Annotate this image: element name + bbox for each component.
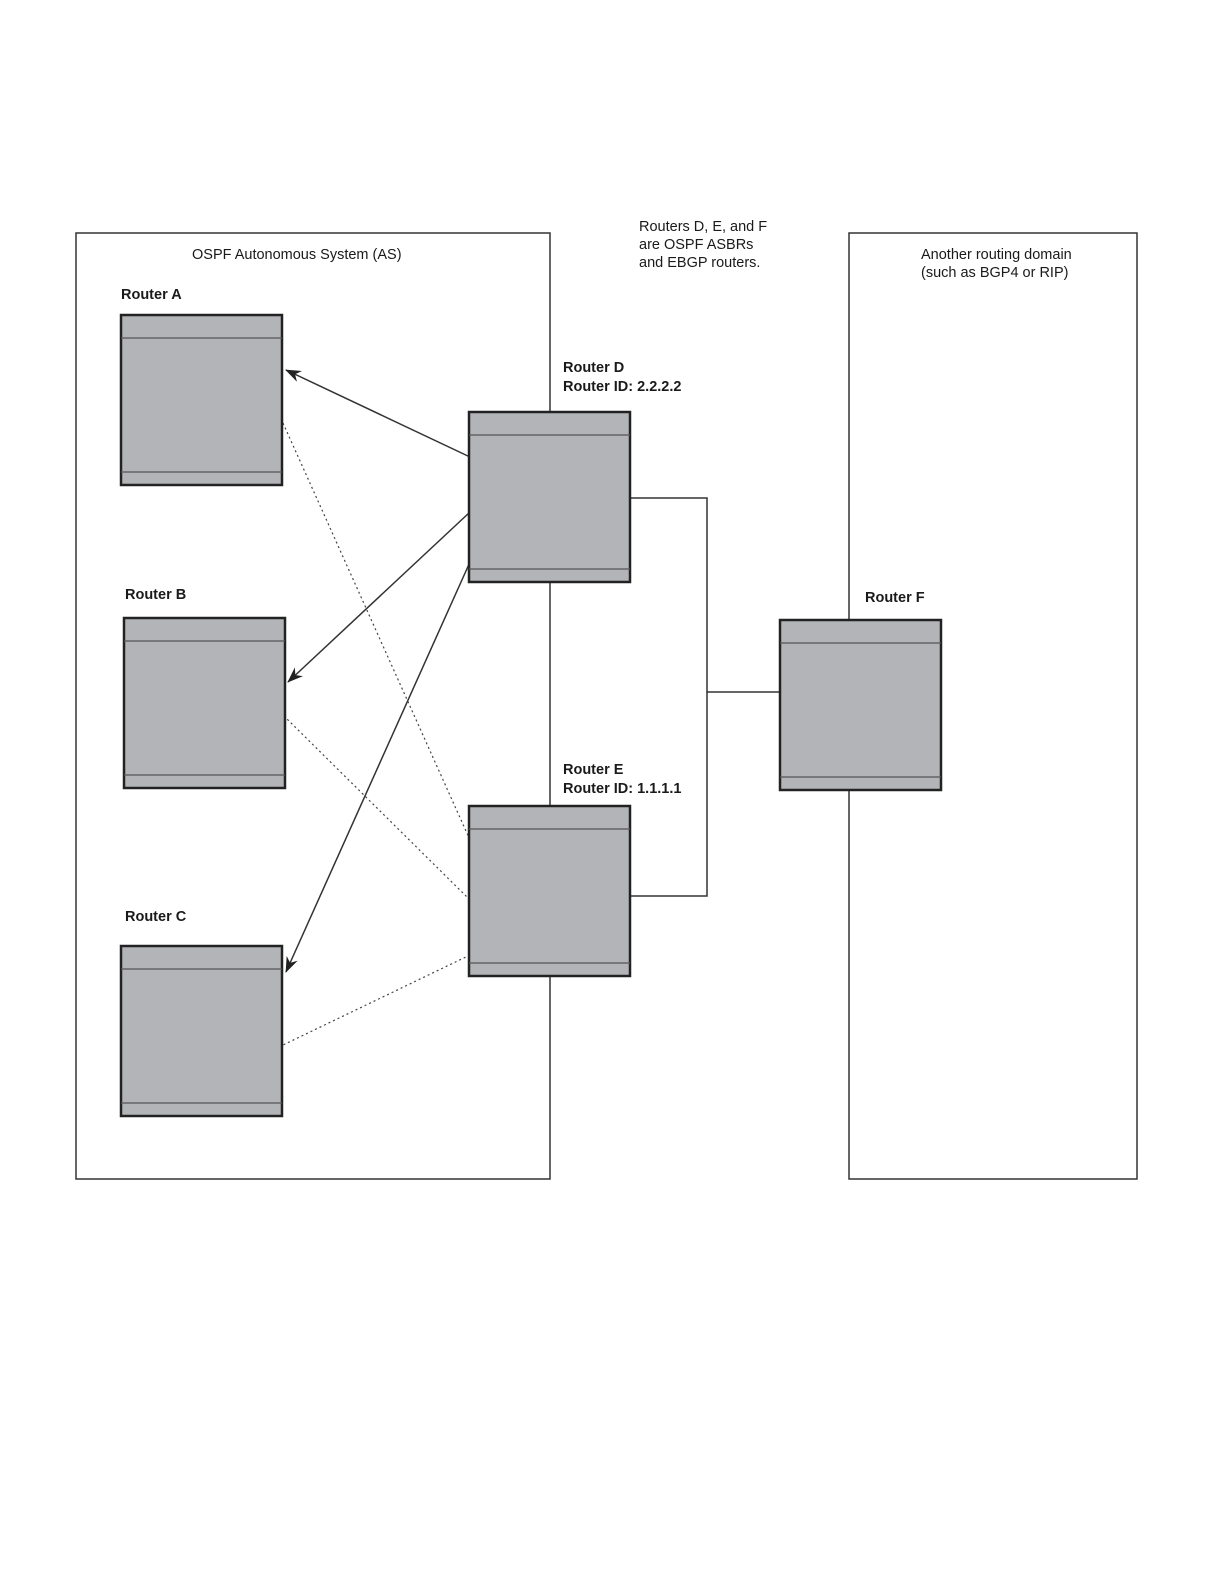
link-d-f xyxy=(630,498,780,692)
other-domain-label: Another routing domain (such as BGP4 or … xyxy=(921,246,1072,282)
router-d-label: Router D xyxy=(563,359,624,377)
router-box-c xyxy=(121,946,282,1116)
router-box-d xyxy=(469,412,630,582)
router-e-label: Router E xyxy=(563,761,623,779)
router-box-e xyxy=(469,806,630,976)
link-d-b xyxy=(288,512,470,682)
asbr-note: Routers D, E, and F are OSPF ASBRs and E… xyxy=(639,218,767,272)
router-box-f xyxy=(780,620,941,790)
router-f-label: Router F xyxy=(865,589,925,607)
router-d-id: Router ID: 2.2.2.2 xyxy=(563,378,681,396)
link-e-b xyxy=(286,718,470,900)
link-e-a xyxy=(283,423,470,840)
ospf-as-label: OSPF Autonomous System (AS) xyxy=(192,246,402,264)
link-e-c xyxy=(283,955,470,1045)
link-d-a xyxy=(286,370,470,457)
router-b-label: Router B xyxy=(125,586,186,604)
link-d-c xyxy=(286,562,470,972)
router-e-id: Router ID: 1.1.1.1 xyxy=(563,780,681,798)
router-box-b xyxy=(124,618,285,788)
router-a-label: Router A xyxy=(121,286,182,304)
router-box-a xyxy=(121,315,282,485)
router-c-label: Router C xyxy=(125,908,186,926)
